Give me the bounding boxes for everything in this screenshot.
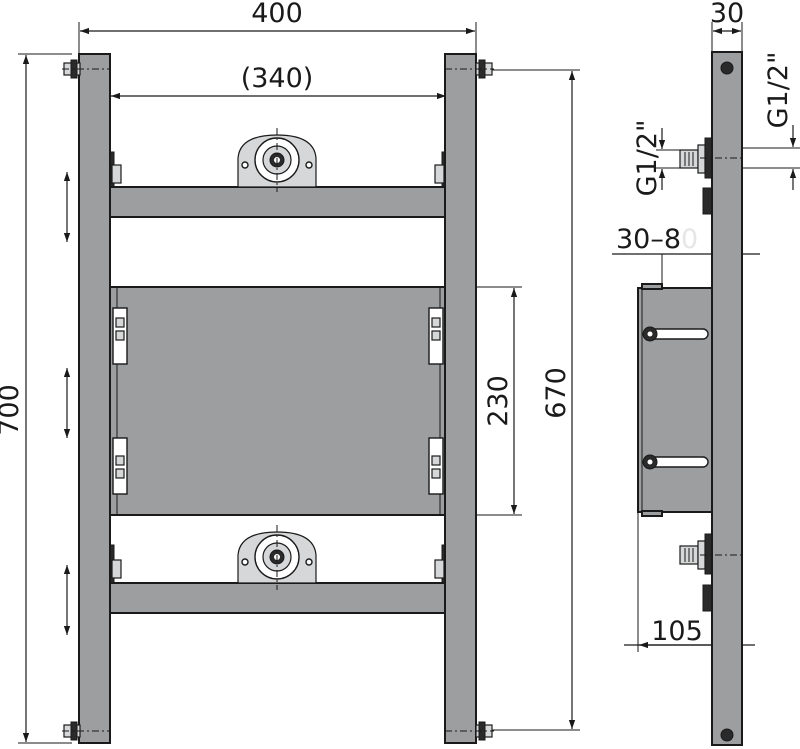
front-view: 400 (340) 700 670 230 [0,0,580,744]
right-rail [444,53,477,744]
dimension-box-height: 230 [483,375,514,427]
side-lower-fitting [679,533,714,612]
dimension-inner-width: (340) [241,63,314,94]
side-upper-fitting [679,137,714,215]
dimension-depth: 30 [710,0,744,29]
adjustment-range-prefix: 30–8 [616,224,681,255]
adjustment-slots [642,326,709,470]
left-rail [78,53,111,744]
anchor-bolts [62,59,494,741]
dimension-thread-upper: G1/2" [763,52,794,129]
side-view: 30 G1/2" G1/2" 30–80 105 [612,0,800,746]
side-rail [711,51,743,746]
installation-box [109,286,446,516]
dimension-mounting-height: 670 [541,367,572,419]
dimension-thread-lower: G1/2" [632,120,663,197]
dimension-overall-width: 400 [251,0,303,29]
dimension-adjustment-range: 30–80 [616,224,698,255]
box-clips [112,307,444,495]
adjustment-range-faded-digit: 0 [681,224,698,255]
side-box [637,287,713,513]
dimension-box-depth: 105 [651,616,703,647]
dimension-overall-height: 700 [0,384,25,436]
side-mounting-holes [720,61,734,742]
